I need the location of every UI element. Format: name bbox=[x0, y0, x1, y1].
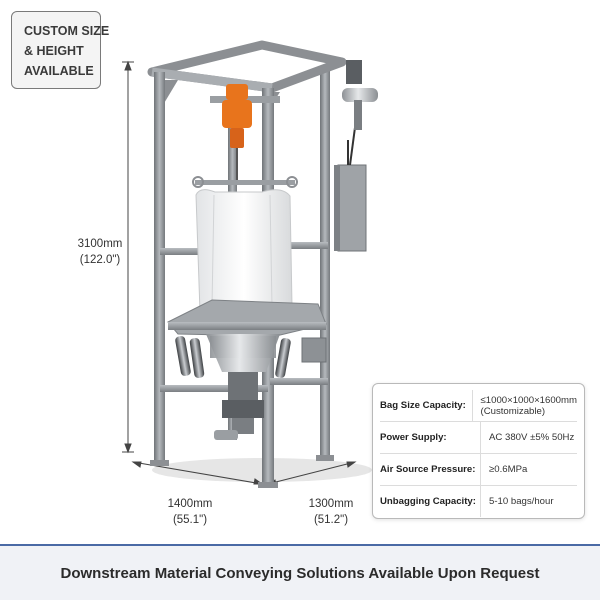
spec-row-air-pressure: Air Source Pressure: ≥0.6MPa bbox=[380, 454, 577, 486]
spec-value-line: (Customizable) bbox=[480, 405, 546, 417]
spec-value: 5-10 bags/hour bbox=[481, 496, 554, 507]
badge-line-2: & HEIGHT bbox=[24, 44, 84, 58]
custom-size-badge: CUSTOM SIZE & HEIGHT AVAILABLE bbox=[11, 11, 110, 89]
footer-text: Downstream Material Conveying Solutions … bbox=[60, 564, 540, 582]
electrical-control-cabinet bbox=[334, 119, 367, 252]
footer-accent-line bbox=[0, 544, 600, 546]
spec-row-unbagging-capacity: Unbagging Capacity: 5-10 bags/hour bbox=[380, 486, 577, 517]
electric-hoist bbox=[222, 84, 252, 182]
height-imperial: (122.0") bbox=[79, 254, 121, 266]
spec-value-line: ≥0.6MPa bbox=[489, 464, 528, 475]
spec-value: AC 380V ±5% 50Hz bbox=[481, 432, 574, 443]
spec-value-line: AC 380V ±5% 50Hz bbox=[489, 432, 575, 443]
spec-value: ≤1000×1000×1600mm (Customizable) bbox=[473, 395, 577, 417]
discharge-table bbox=[167, 299, 327, 337]
pneumatic-assembly bbox=[342, 60, 378, 130]
frame-leg-back-right bbox=[320, 70, 330, 458]
spec-row-power-supply: Power Supply: AC 380V ±5% 50Hz bbox=[380, 422, 577, 454]
footer-banner: Downstream Material Conveying Solutions … bbox=[0, 546, 600, 600]
bulk-bag-unloader-machine-illustration bbox=[122, 40, 378, 488]
specifications-table: Bag Size Capacity: ≤1000×1000×1600mm (Cu… bbox=[372, 383, 585, 519]
spec-label: Air Source Pressure: bbox=[380, 454, 481, 485]
bulk-bag bbox=[195, 189, 293, 318]
width-dimension-label: 1400mm (55.1") bbox=[145, 496, 235, 528]
badge-line-1: CUSTOM SIZE bbox=[24, 24, 110, 38]
spec-label: Bag Size Capacity: bbox=[380, 390, 473, 421]
badge-line-3: AVAILABLE bbox=[24, 64, 94, 78]
depth-imperial: (51.2") bbox=[313, 514, 349, 526]
width-imperial: (55.1") bbox=[172, 514, 208, 526]
spec-row-bag-size: Bag Size Capacity: ≤1000×1000×1600mm (Cu… bbox=[380, 390, 577, 422]
spec-label: Power Supply: bbox=[380, 422, 481, 453]
width-metric: 1400mm bbox=[167, 498, 213, 510]
frame-leg-front-left bbox=[154, 72, 165, 464]
depth-dimension-label: 1300mm (51.2") bbox=[286, 496, 376, 528]
spec-value-line: ≤1000×1000×1600mm bbox=[480, 394, 577, 406]
depth-metric: 1300mm bbox=[308, 498, 354, 510]
spec-value-line: 5-10 bags/hour bbox=[489, 496, 554, 507]
height-metric: 3100mm bbox=[77, 238, 123, 250]
spec-value: ≥0.6MPa bbox=[481, 464, 527, 475]
height-dimension-label: 3100mm (122.0") bbox=[60, 236, 140, 268]
height-dimension-line bbox=[122, 60, 134, 454]
spec-label: Unbagging Capacity: bbox=[380, 486, 481, 517]
